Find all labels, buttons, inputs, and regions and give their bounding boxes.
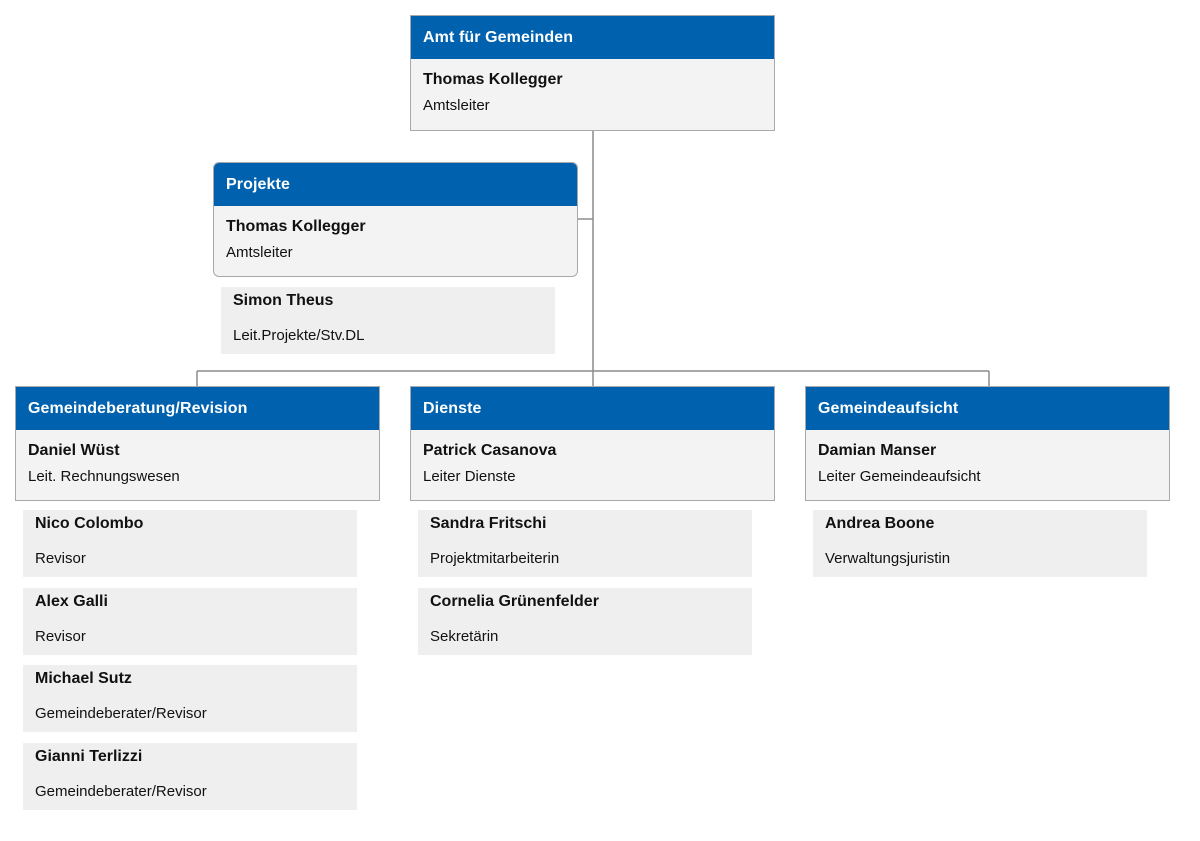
- member-name: Nico Colombo: [35, 515, 144, 532]
- unit-head-role: Leit. Rechnungswesen: [28, 468, 180, 485]
- member-card: Michael Sutz Gemeindeberater/Revisor: [23, 665, 357, 732]
- member-name: Sandra Fritschi: [430, 515, 547, 532]
- member-role: Sekretärin: [430, 628, 499, 645]
- unit-title: Projekte: [214, 163, 577, 206]
- unit-gemeindeaufsicht: Gemeindeaufsicht Damian Manser Leiter Ge…: [805, 386, 1170, 501]
- member-name: Alex Galli: [35, 593, 108, 610]
- member-role: Revisor: [35, 550, 86, 567]
- unit-title: Gemeindeberatung/Revision: [16, 387, 379, 430]
- member-card: Gianni Terlizzi Gemeindeberater/Revisor: [23, 743, 357, 810]
- unit-title: Gemeindeaufsicht: [806, 387, 1169, 430]
- unit-head-role: Amtsleiter: [226, 244, 293, 261]
- member-card: Andrea Boone Verwaltungsjuristin: [813, 510, 1147, 577]
- unit-gemeindeberatung-revision: Gemeindeberatung/Revision Daniel Wüst Le…: [15, 386, 380, 501]
- unit-head-name: Damian Manser: [818, 442, 937, 459]
- member-role: Gemeindeberater/Revisor: [35, 705, 207, 722]
- unit-head-role: Leiter Dienste: [423, 468, 516, 485]
- member-role: Gemeindeberater/Revisor: [35, 783, 207, 800]
- member-name: Cornelia Grünenfelder: [430, 593, 599, 610]
- unit-head-name: Thomas Kollegger: [226, 218, 366, 235]
- unit-head-name: Daniel Wüst: [28, 442, 120, 459]
- member-role: Revisor: [35, 628, 86, 645]
- member-role: Leit.Projekte/Stv.DL: [233, 327, 365, 344]
- member-card: Alex Galli Revisor: [23, 588, 357, 655]
- unit-projekte: Projekte Thomas Kollegger Amtsleiter: [213, 162, 578, 277]
- member-name: Michael Sutz: [35, 670, 132, 687]
- member-card: Simon Theus Leit.Projekte/Stv.DL: [221, 287, 555, 354]
- member-role: Verwaltungsjuristin: [825, 550, 951, 567]
- member-name: Andrea Boone: [825, 515, 935, 532]
- unit-head-name: Patrick Casanova: [423, 442, 557, 459]
- unit-title: Dienste: [411, 387, 774, 430]
- member-role: Projektmitarbeiterin: [430, 550, 560, 567]
- unit-head-role: Amtsleiter: [423, 97, 490, 114]
- member-name: Simon Theus: [233, 292, 334, 309]
- unit-dienste: Dienste Patrick Casanova Leiter Dienste: [410, 386, 775, 501]
- unit-amt-fuer-gemeinden: Amt für Gemeinden Thomas Kollegger Amtsl…: [410, 15, 775, 131]
- member-name: Gianni Terlizzi: [35, 748, 143, 765]
- unit-head-role: Leiter Gemeindeaufsicht: [818, 468, 981, 485]
- unit-title: Amt für Gemeinden: [411, 16, 774, 59]
- member-card: Nico Colombo Revisor: [23, 510, 357, 577]
- member-card: Sandra Fritschi Projektmitarbeiterin: [418, 510, 752, 577]
- unit-head-name: Thomas Kollegger: [423, 71, 563, 88]
- member-card: Cornelia Grünenfelder Sekretärin: [418, 588, 752, 655]
